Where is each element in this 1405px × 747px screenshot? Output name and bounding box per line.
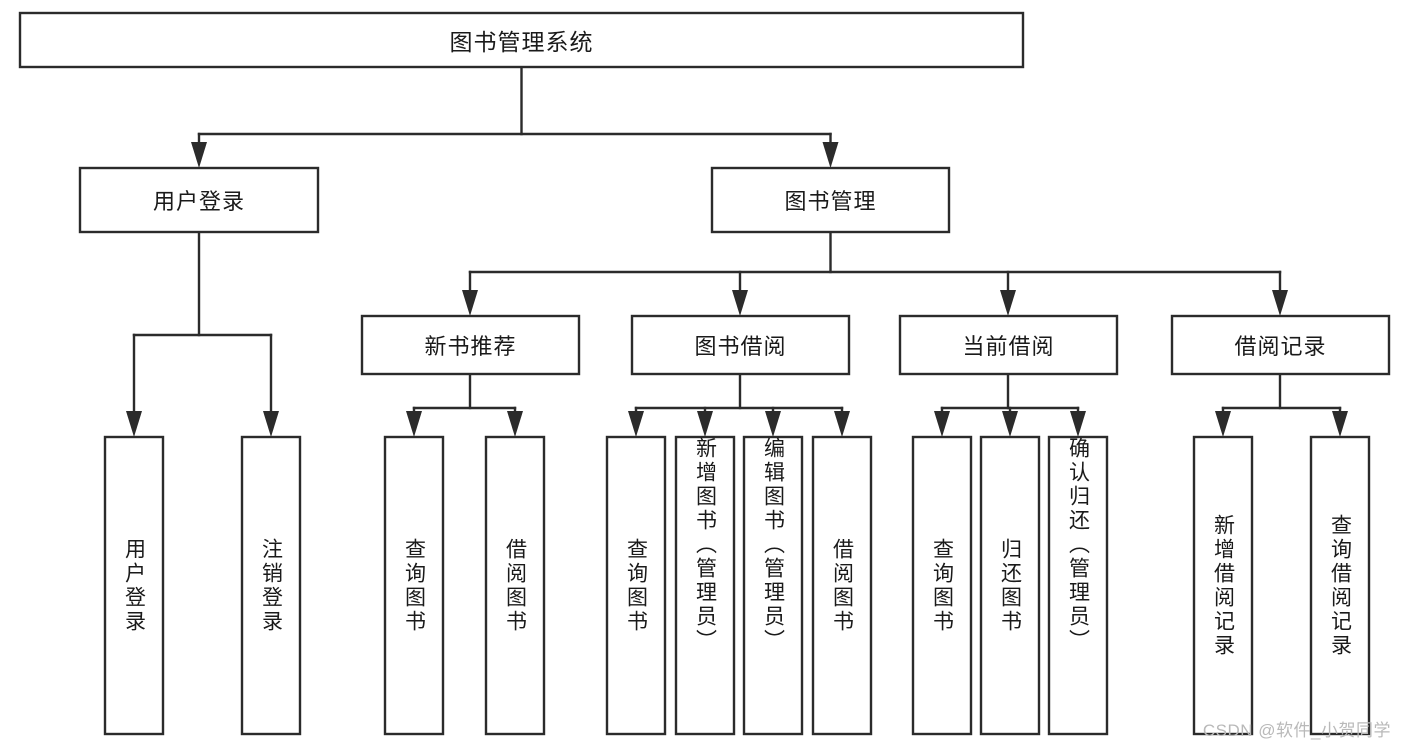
node-box-leaf-user-login[interactable] <box>103 435 165 736</box>
node-box-leaf-borrow-book-1[interactable] <box>484 435 546 736</box>
connector-group-user-login <box>126 230 279 437</box>
arrowhead-leaf-logout <box>263 411 279 437</box>
arrowhead-leaf-borrow-book-2 <box>834 411 850 437</box>
arrowhead-book-borrow <box>732 290 748 316</box>
node-box-leaf-confirm-return[interactable] <box>1047 435 1109 736</box>
node-box-leaf-add-book[interactable] <box>674 435 736 736</box>
arrowhead-leaf-borrow-book-1 <box>507 411 523 437</box>
node-box-leaf-query-book-2[interactable] <box>605 435 667 736</box>
connector-group-book-manage <box>462 230 1288 316</box>
arrowhead-leaf-add-book <box>697 411 713 437</box>
arrowhead-leaf-query-book-2 <box>628 411 644 437</box>
node-box-book-manage[interactable] <box>710 166 951 234</box>
arrowhead-leaf-edit-book <box>765 411 781 437</box>
node-box-leaf-return-book[interactable] <box>979 435 1041 736</box>
node-box-leaf-query-book-1[interactable] <box>383 435 445 736</box>
connector-group-current-borrow <box>934 372 1086 437</box>
arrowhead-leaf-query-book-3 <box>934 411 950 437</box>
connector-group-book-borrow <box>628 372 850 437</box>
arrowhead-user-login <box>191 142 207 168</box>
node-box-new-book-rec[interactable] <box>360 314 581 376</box>
arrowhead-leaf-confirm-return <box>1070 411 1086 437</box>
node-box-leaf-edit-book[interactable] <box>742 435 804 736</box>
connector-group-root <box>191 65 839 168</box>
csdn-watermark: CSDN @软件_小贺同学 <box>1202 721 1391 740</box>
node-box-leaf-query-record[interactable] <box>1309 435 1371 736</box>
node-box-user-login[interactable] <box>78 166 320 234</box>
node-box-leaf-borrow-book-2[interactable] <box>811 435 873 736</box>
node-box-leaf-logout[interactable] <box>240 435 302 736</box>
arrowhead-leaf-add-record <box>1215 411 1231 437</box>
arrowhead-new-book-rec <box>462 290 478 316</box>
connector-group-borrow-record <box>1215 372 1348 437</box>
connector-group-new-book-rec <box>406 372 523 437</box>
arrowhead-leaf-return-book <box>1002 411 1018 437</box>
arrowhead-borrow-record <box>1272 290 1288 316</box>
node-box-leaf-query-book-3[interactable] <box>911 435 973 736</box>
node-box-borrow-record[interactable] <box>1170 314 1391 376</box>
node-box-root[interactable] <box>18 11 1025 69</box>
node-box-current-borrow[interactable] <box>898 314 1119 376</box>
arrowhead-leaf-query-book-1 <box>406 411 422 437</box>
node-box-book-borrow[interactable] <box>630 314 851 376</box>
arrowhead-leaf-query-record <box>1332 411 1348 437</box>
arrowhead-leaf-user-login <box>126 411 142 437</box>
node-box-leaf-add-record[interactable] <box>1192 435 1254 736</box>
arrowhead-book-manage <box>822 142 839 168</box>
arrowhead-current-borrow <box>1000 290 1016 316</box>
